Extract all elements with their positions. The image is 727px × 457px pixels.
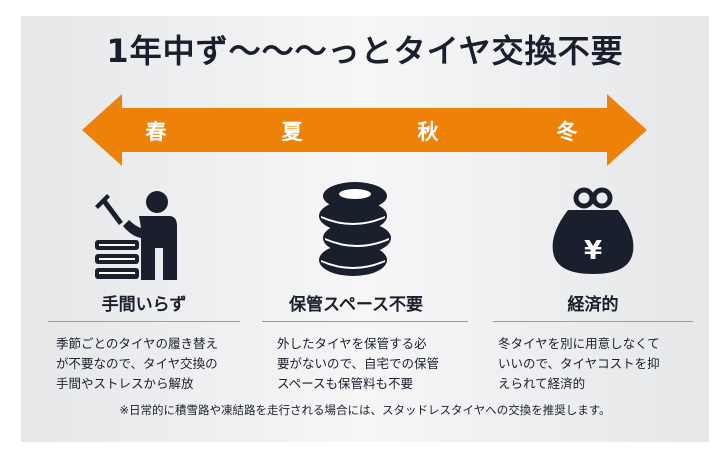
footnote: ※日常的に積雪路や凍結路を走行される場合には、スタッドレスタイヤへの交換を推奨し… (119, 403, 611, 417)
season-arrow (82, 94, 647, 166)
desc-line: いいので、タイヤコストを抑 (498, 356, 660, 371)
double-arrow-shape (82, 94, 647, 166)
divider-3 (493, 321, 693, 322)
page-title: 1年中ず〜〜〜っとタイヤ交換不要 (106, 32, 624, 70)
desc-line: スペースも保管料も不要 (277, 376, 414, 391)
desc-line: 冬タイヤを別に用意しなくて (498, 336, 660, 351)
feature-title-economical: 経済的 (567, 295, 619, 315)
feature-desc-no-hassle: 季節ごとのタイヤの履き替え が不要なので、タイヤ交換の 手間やストレスから解放 (56, 334, 218, 394)
yen-symbol: ¥ (584, 236, 602, 266)
desc-line: 手間やストレスから解放 (56, 376, 194, 391)
yen-coin-purse-icon: ¥ (552, 187, 634, 274)
desc-line: えられて経済的 (498, 376, 586, 391)
feature-desc-economical: 冬タイヤを別に用意しなくて いいので、タイヤコストを抑 えられて経済的 (498, 334, 660, 394)
season-winter: 冬 (556, 120, 578, 144)
desc-line: 要がないので、自宅での保管 (277, 356, 440, 371)
season-spring: 春 (145, 120, 167, 144)
desc-line: 季節ごとのタイヤの履き替え (56, 336, 219, 351)
divider-1 (48, 321, 240, 322)
season-summer: 夏 (281, 120, 303, 144)
season-autumn: 秋 (417, 120, 439, 144)
divider-2 (262, 321, 468, 322)
desc-line: が不要なので、タイヤ交換の (56, 356, 218, 371)
person-wrench-tires-icon (95, 191, 177, 280)
tire-stack-icon (319, 182, 391, 276)
feature-desc-no-storage: 外したタイヤを保管する必 要がないので、自宅での保管 スペースも保管料も不要 (277, 334, 439, 394)
desc-line: 外したタイヤを保管する必 (277, 336, 427, 351)
feature-title-no-storage: 保管スペース不要 (289, 295, 423, 315)
feature-title-no-hassle: 手間いらず (101, 295, 187, 315)
